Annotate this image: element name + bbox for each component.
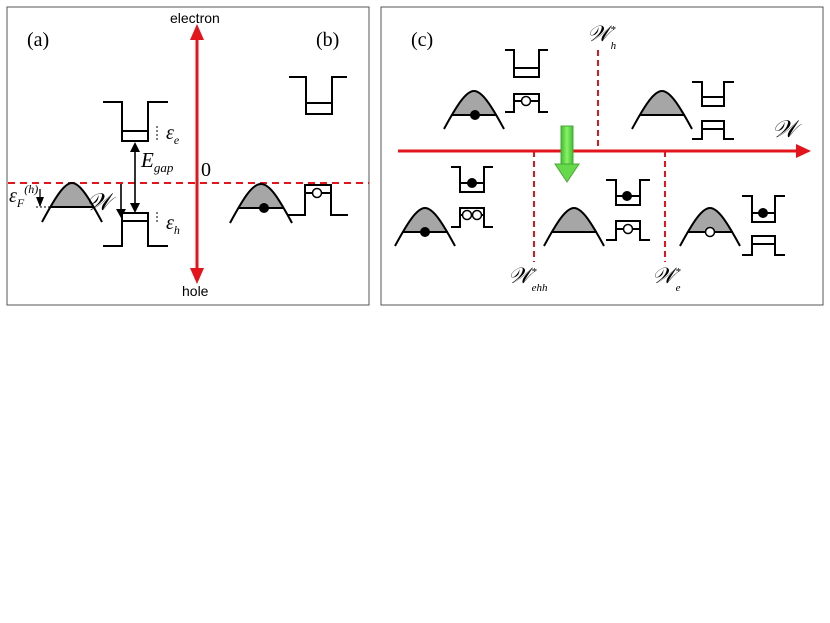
w-axis-arrow: [796, 144, 811, 158]
w-e-label: 𝒲*e: [652, 263, 681, 294]
w-ehh-label: 𝒲*ehh: [508, 263, 548, 294]
panel-b-label: (b): [316, 29, 339, 51]
electron-well-a: [103, 101, 168, 142]
axis-arrow-up: [190, 24, 204, 40]
panel-a-label: (a): [27, 29, 49, 51]
hole-band-a: [41, 181, 103, 223]
state-upper-right: [631, 81, 734, 140]
axis-arrow-down: [190, 268, 204, 284]
eps-h-label: εh: [166, 212, 180, 237]
state-lower-left: [394, 166, 493, 247]
hole-band-b: [229, 182, 293, 224]
axis-label-hole: hole: [182, 283, 209, 299]
w-axis-label: 𝒲: [772, 117, 803, 143]
w-label: 𝒲: [86, 190, 117, 216]
w-h-label: 𝒲*h: [587, 21, 617, 52]
electron-dot: [259, 203, 269, 213]
hole-circle: [311, 187, 323, 199]
zero-label: 0: [201, 159, 211, 181]
state-upper-left: [443, 49, 548, 130]
hole-well-a: [103, 212, 168, 247]
eps-f-label: εF(h): [9, 182, 38, 210]
state-lower-middle: [543, 179, 650, 247]
hole-well-b: [288, 184, 348, 216]
axis-label-electron: electron: [170, 10, 220, 26]
egap-label: Egap: [140, 148, 174, 175]
eps-e-label: εe: [166, 122, 180, 147]
green-down-arrow: [554, 125, 580, 183]
electron-well-b: [289, 76, 347, 115]
panel-c-label: (c): [411, 29, 433, 51]
panel-ab-frame: [6, 6, 370, 306]
panel-c-frame: [380, 6, 824, 306]
state-lower-right: [679, 195, 785, 256]
